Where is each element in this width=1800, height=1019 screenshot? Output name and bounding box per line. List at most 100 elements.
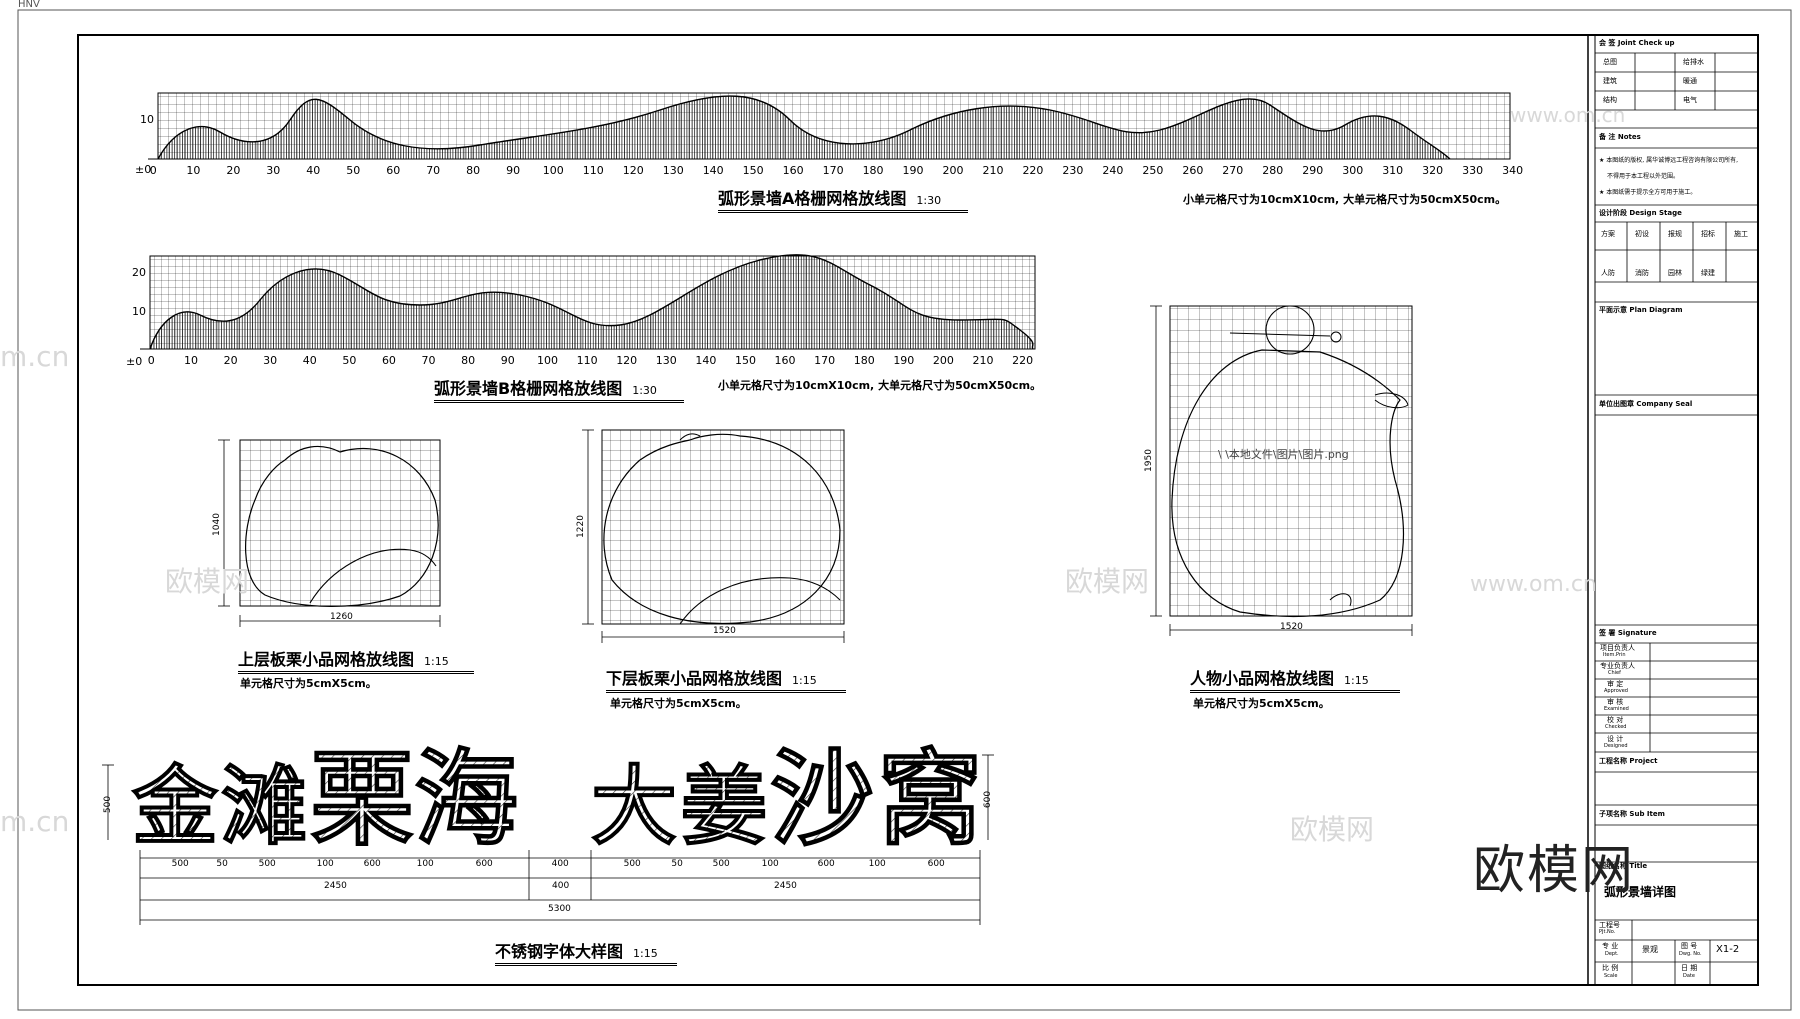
tb-stage: 报规 [1668,230,1682,238]
lower-chestnut-note: 单元格尺寸为5cmX5cm。 [610,697,747,710]
x-tick-label: 40 [302,354,317,367]
x-tick-label: 60 [386,164,401,177]
title-underline [238,671,474,674]
wall-a-grid [148,92,1511,160]
tb-sig: Designed [1604,743,1628,749]
x-tick-label: 210 [972,354,994,367]
x-tick-label: 200 [932,354,954,367]
x-tick-label: 80 [461,354,476,367]
x-tick-label: 290 [1302,164,1324,177]
tb-scale: 比 例 [1602,964,1619,972]
tb-note: ★ 本图纸的版权, 属华诚博远工程咨询有限公司所有, [1599,157,1739,164]
x-tick-label: 190 [893,354,915,367]
tb-dept-val: 景观 [1642,945,1658,954]
tb-stage: 绿建 [1701,269,1715,277]
tb-joint-check: 会 签 Joint Check up [1599,39,1675,47]
x-tick-label: 40 [306,164,321,177]
dim: 600 [817,859,835,869]
x-tick-label: 100 [542,164,564,177]
x-tick-label: 170 [822,164,844,177]
x-tick-label: 80 [466,164,481,177]
wall-b-y-tick: 10 [132,305,146,318]
tb-seal-head: 单位出图章 Company Seal [1599,400,1693,408]
x-tick-label: 170 [814,354,836,367]
x-tick-label: 130 [655,354,677,367]
tb-cell: 建筑 [1603,77,1617,85]
tb-stage: 人防 [1601,269,1615,277]
watermark: www.om.cn [1470,572,1597,597]
tb-sig: Approved [1604,688,1628,694]
tb-dwg-no: 图 号 [1681,942,1698,950]
corner-label: HNV [18,0,40,10]
x-tick-label: 250 [1142,164,1164,177]
x-tick-label: 90 [506,164,521,177]
dim: 400 [552,881,570,891]
tb-sig-head: 签 署 Signature [1599,629,1657,637]
title-underline [495,963,677,966]
x-tick-label: 320 [1422,164,1444,177]
x-tick-label: 260 [1182,164,1204,177]
lettering-char: 沙 [770,738,874,860]
x-tick-label: 160 [782,164,804,177]
dim: 500 [623,859,641,869]
watermark: 欧模网 [1290,813,1375,846]
dim: 600 [475,859,493,869]
tb-stage: 初设 [1635,230,1649,238]
tb-sig: 校 对 [1607,716,1624,724]
tb-note: 不得用于本工程以外范围。 [1607,173,1680,180]
x-tick-label: 140 [702,164,724,177]
x-tick-label: 140 [695,354,717,367]
x-tick-label: 330 [1462,164,1484,177]
tb-stage-head: 设计阶段 Design Stage [1599,209,1682,217]
tb-proj-no-en: PJt.No. [1599,929,1616,935]
watermark: 欧模网 [165,565,250,598]
lettering-char: 金 [131,757,219,857]
dim: 600 [927,859,945,869]
tb-cell: 电气 [1683,96,1697,104]
x-tick-label: 180 [862,164,884,177]
x-tick-label: 200 [942,164,964,177]
tb-sig: Chief [1608,670,1621,676]
tb-plan-head: 平面示意 Plan Diagram [1599,306,1683,314]
lower-chestnut-grid [582,429,845,643]
figure-image-ref: \ \本地文件\图片\图片.png [1218,448,1349,461]
x-tick-label: 130 [662,164,684,177]
x-tick-label: 20 [226,164,241,177]
x-tick-label: 220 [1012,354,1034,367]
watermark: www.om.cn [1510,103,1626,127]
x-tick-label: 90 [500,354,515,367]
x-tick-label: 110 [582,164,604,177]
x-tick-label: 60 [381,354,396,367]
tb-stage: 方案 [1601,230,1615,238]
x-tick-label: 220 [1022,164,1044,177]
dim: 500 [712,859,730,869]
x-tick-label: 10 [183,354,198,367]
dim-total: 5300 [548,904,571,914]
lettering-char: 姜 [681,757,767,857]
tb-stage: 招标 [1701,230,1715,238]
tb-dept-en: Dept. [1605,951,1619,957]
tb-note: ★ 本图纸需于提示全方可用于施工。 [1599,189,1697,196]
x-tick-label: 210 [982,164,1004,177]
x-tick-label: 50 [342,354,357,367]
dim: 400 [551,859,569,869]
tb-cell: 结构 [1603,96,1617,104]
tb-date: 日 期 [1681,964,1698,972]
x-tick-label: 70 [421,354,436,367]
tb-cell: 暖通 [1683,77,1697,85]
tb-sig: 审 定 [1607,680,1624,688]
tb-project-head: 工程名称 Project [1599,757,1658,765]
brand-logo: 欧模网 [1473,841,1636,901]
tb-notes-head: 备 注 Notes [1599,133,1641,141]
tb-cell: 总图 [1603,58,1617,66]
dim: 100 [761,859,779,869]
x-tick-label: 50 [346,164,361,177]
x-tick-label: 150 [734,354,756,367]
watermark: 欧模网 [1065,565,1150,598]
title-underline [1190,690,1400,693]
